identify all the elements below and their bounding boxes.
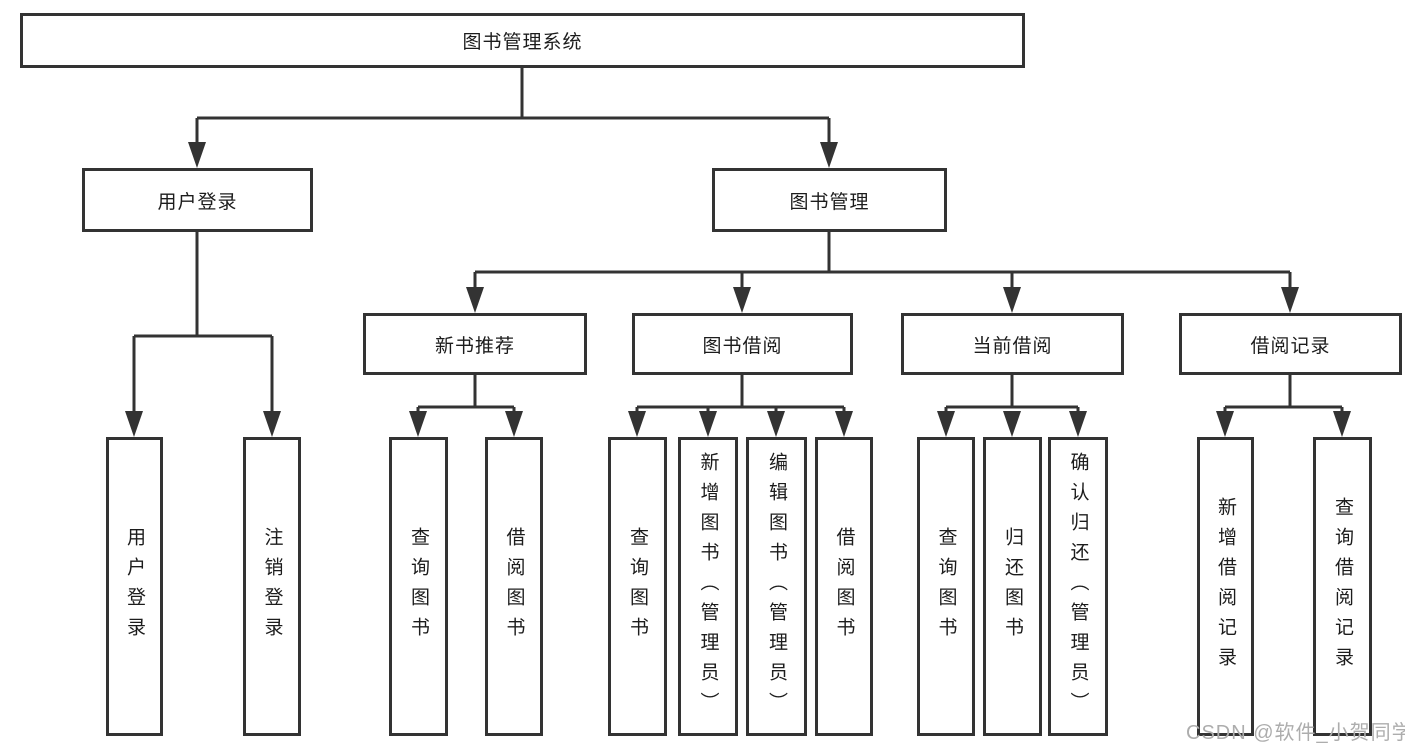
leaf-recommend-borrow-books: 借阅图书 bbox=[485, 437, 543, 736]
leaf-borrowing-add-books-admin: 新增图书（管理员） bbox=[678, 437, 738, 736]
leaf-current-confirm-return-admin: 确认归还（管理员） bbox=[1048, 437, 1108, 736]
node-library-system-label: 图书管理系统 bbox=[462, 32, 583, 53]
leaf-records-query-record-label: 查询借阅记录 bbox=[1332, 496, 1353, 677]
csdn-watermark: CSDN @软件_小贺同学 bbox=[1186, 722, 1405, 744]
leaf-records-add-record-label: 新增借阅记录 bbox=[1215, 496, 1236, 677]
leaf-borrowing-query-books-label: 查询图书 bbox=[627, 526, 648, 647]
leaf-logout: 注销登录 bbox=[243, 437, 301, 736]
arrowheads bbox=[125, 142, 1351, 437]
node-new-book-recommend-label: 新书推荐 bbox=[434, 335, 515, 357]
node-library-system: 图书管理系统 bbox=[20, 13, 1025, 68]
node-borrow-records: 借阅记录 bbox=[1179, 313, 1402, 375]
leaf-user-login-label: 用户登录 bbox=[124, 526, 145, 647]
node-current-borrowing-label: 当前借阅 bbox=[972, 335, 1053, 357]
leaf-current-return-books-label: 归还图书 bbox=[1002, 526, 1023, 647]
node-user-login: 用户登录 bbox=[82, 168, 313, 232]
node-book-borrowing: 图书借阅 bbox=[632, 313, 853, 375]
leaf-user-login: 用户登录 bbox=[106, 437, 163, 736]
node-new-book-recommend: 新书推荐 bbox=[363, 313, 587, 375]
leaf-recommend-query-books: 查询图书 bbox=[389, 437, 448, 736]
leaf-logout-label: 注销登录 bbox=[261, 526, 283, 647]
leaf-borrowing-add-books-admin-label: 新增图书（管理员） bbox=[697, 451, 719, 722]
node-book-borrowing-label: 图书借阅 bbox=[702, 335, 783, 357]
leaf-current-query-books: 查询图书 bbox=[917, 437, 975, 736]
leaf-records-add-record: 新增借阅记录 bbox=[1197, 437, 1254, 736]
leaf-borrowing-query-books: 查询图书 bbox=[608, 437, 667, 736]
leaf-current-return-books: 归还图书 bbox=[983, 437, 1042, 736]
leaf-records-query-record: 查询借阅记录 bbox=[1313, 437, 1372, 736]
node-book-management-label: 图书管理 bbox=[789, 191, 870, 213]
leaf-recommend-query-books-label: 查询图书 bbox=[408, 526, 429, 647]
node-borrow-records-label: 借阅记录 bbox=[1250, 335, 1331, 357]
leaf-recommend-borrow-books-label: 借阅图书 bbox=[503, 526, 525, 647]
leaf-current-query-books-label: 查询图书 bbox=[935, 526, 957, 647]
node-book-management: 图书管理 bbox=[712, 168, 947, 232]
leaf-current-confirm-return-admin-label: 确认归还（管理员） bbox=[1067, 451, 1089, 722]
leaf-borrowing-edit-books-admin: 编辑图书（管理员） bbox=[746, 437, 807, 736]
leaf-borrowing-borrow-books-label: 借阅图书 bbox=[833, 526, 855, 647]
leaf-borrowing-borrow-books: 借阅图书 bbox=[815, 437, 873, 736]
node-user-login-label: 用户登录 bbox=[157, 191, 238, 213]
leaf-borrowing-edit-books-admin-label: 编辑图书（管理员） bbox=[766, 451, 787, 722]
node-current-borrowing: 当前借阅 bbox=[901, 313, 1124, 375]
